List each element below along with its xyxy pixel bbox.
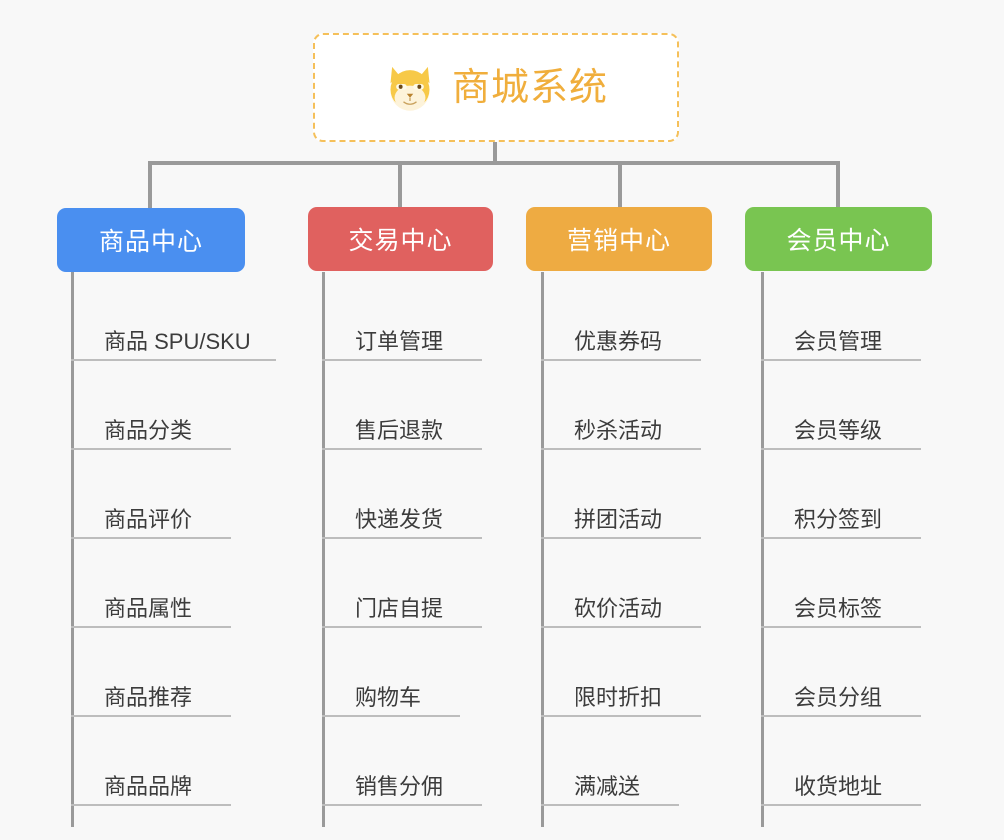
leaf-label: 购物车 — [355, 684, 422, 710]
leaf-label: 商品分类 — [104, 417, 193, 443]
leaf-item[interactable]: 拼团活动 — [541, 450, 701, 539]
leaf-label: 商品推荐 — [104, 684, 193, 710]
leaf-label: 商品 SPU/SKU — [104, 328, 251, 354]
leaf-underline — [71, 626, 231, 628]
leaf-label: 拼团活动 — [574, 506, 663, 532]
leaf-item[interactable]: 限时折扣 — [541, 628, 701, 717]
leaf-item[interactable]: 购物车 — [322, 628, 460, 717]
leaf-underline — [71, 804, 231, 806]
leaf-underline — [541, 359, 701, 361]
leaf-spine-3 — [761, 272, 764, 827]
leaf-item[interactable]: 门店自提 — [322, 539, 482, 628]
leaf-label: 会员管理 — [794, 328, 883, 354]
leaf-label: 门店自提 — [355, 595, 444, 621]
leaf-label: 积分签到 — [794, 506, 883, 532]
leaf-item[interactable]: 商品评价 — [71, 450, 231, 539]
leaf-item[interactable]: 商品分类 — [71, 361, 231, 450]
leaf-item[interactable]: 商品推荐 — [71, 628, 231, 717]
drop-line-col-0 — [148, 161, 152, 208]
leaf-label: 满减送 — [574, 773, 641, 799]
leaf-underline — [761, 537, 921, 539]
leaf-underline — [761, 715, 921, 717]
leaf-label: 订单管理 — [355, 328, 444, 354]
leaf-item[interactable]: 积分签到 — [761, 450, 921, 539]
leaf-underline — [322, 359, 482, 361]
leaf-label: 砍价活动 — [574, 595, 663, 621]
leaf-label: 收货地址 — [794, 773, 883, 799]
drop-line-col-3 — [836, 161, 840, 208]
category-label-1: 交易中心 — [348, 227, 453, 255]
root-stem-line — [493, 142, 497, 165]
leaf-underline — [322, 804, 482, 806]
leaf-item[interactable]: 商品品牌 — [71, 717, 231, 806]
leaf-label: 售后退款 — [355, 417, 444, 443]
leaf-underline — [541, 804, 679, 806]
leaf-underline — [541, 537, 701, 539]
leaf-underline — [71, 537, 231, 539]
leaf-item[interactable]: 订单管理 — [322, 272, 482, 361]
category-box-3[interactable]: 会员中心 — [745, 207, 932, 271]
leaf-label: 限时折扣 — [574, 684, 663, 710]
leaf-underline — [71, 359, 276, 361]
leaf-item[interactable]: 收货地址 — [761, 717, 921, 806]
leaf-underline — [322, 537, 482, 539]
leaf-label: 会员等级 — [794, 417, 883, 443]
leaf-item[interactable]: 商品 SPU/SKU — [71, 272, 276, 361]
drop-line-col-2 — [618, 161, 622, 208]
leaf-item[interactable]: 会员管理 — [761, 272, 921, 361]
drop-line-col-1 — [398, 161, 402, 208]
shiba-dog-icon — [390, 66, 430, 111]
category-label-2: 营销中心 — [566, 227, 671, 255]
leaf-item[interactable]: 优惠券码 — [541, 272, 701, 361]
leaf-label: 商品品牌 — [104, 773, 193, 799]
leaf-label: 快递发货 — [355, 506, 444, 532]
root-node[interactable]: 商城系统 — [313, 33, 679, 142]
leaf-item[interactable]: 售后退款 — [322, 361, 482, 450]
leaf-underline — [761, 448, 921, 450]
leaf-item[interactable]: 秒杀活动 — [541, 361, 701, 450]
category-box-1[interactable]: 交易中心 — [308, 207, 493, 271]
leaf-item[interactable]: 快递发货 — [322, 450, 482, 539]
leaf-label: 商品评价 — [104, 506, 193, 532]
leaf-underline — [71, 448, 231, 450]
leaf-item[interactable]: 满减送 — [541, 717, 679, 806]
leaf-item[interactable]: 销售分佣 — [322, 717, 482, 806]
leaf-label: 销售分佣 — [355, 773, 444, 799]
leaf-underline — [761, 359, 921, 361]
leaf-underline — [761, 804, 921, 806]
category-label-0: 商品中心 — [98, 228, 203, 256]
leaf-underline — [541, 448, 701, 450]
leaf-label: 会员分组 — [794, 684, 883, 710]
leaf-underline — [71, 715, 231, 717]
leaf-label: 商品属性 — [104, 595, 193, 621]
leaf-item[interactable]: 会员等级 — [761, 361, 921, 450]
leaf-label: 优惠券码 — [574, 328, 663, 354]
leaf-underline — [322, 448, 482, 450]
leaf-label: 秒杀活动 — [574, 417, 663, 443]
category-box-2[interactable]: 营销中心 — [526, 207, 712, 271]
leaf-underline — [541, 715, 701, 717]
category-box-0[interactable]: 商品中心 — [57, 208, 245, 272]
leaf-underline — [541, 626, 701, 628]
leaf-underline — [322, 715, 460, 717]
leaf-label: 会员标签 — [794, 595, 883, 621]
bus-line — [148, 161, 840, 165]
root-label: 商城系统 — [451, 66, 608, 109]
leaf-item[interactable]: 会员标签 — [761, 539, 921, 628]
leaf-underline — [761, 626, 921, 628]
leaf-item[interactable]: 会员分组 — [761, 628, 921, 717]
leaf-spine-2 — [541, 272, 544, 827]
leaf-underline — [322, 626, 482, 628]
category-label-3: 会员中心 — [786, 227, 891, 255]
leaf-spine-0 — [71, 272, 74, 827]
leaf-spine-1 — [322, 272, 325, 827]
leaf-item[interactable]: 砍价活动 — [541, 539, 701, 628]
leaf-item[interactable]: 商品属性 — [71, 539, 231, 628]
